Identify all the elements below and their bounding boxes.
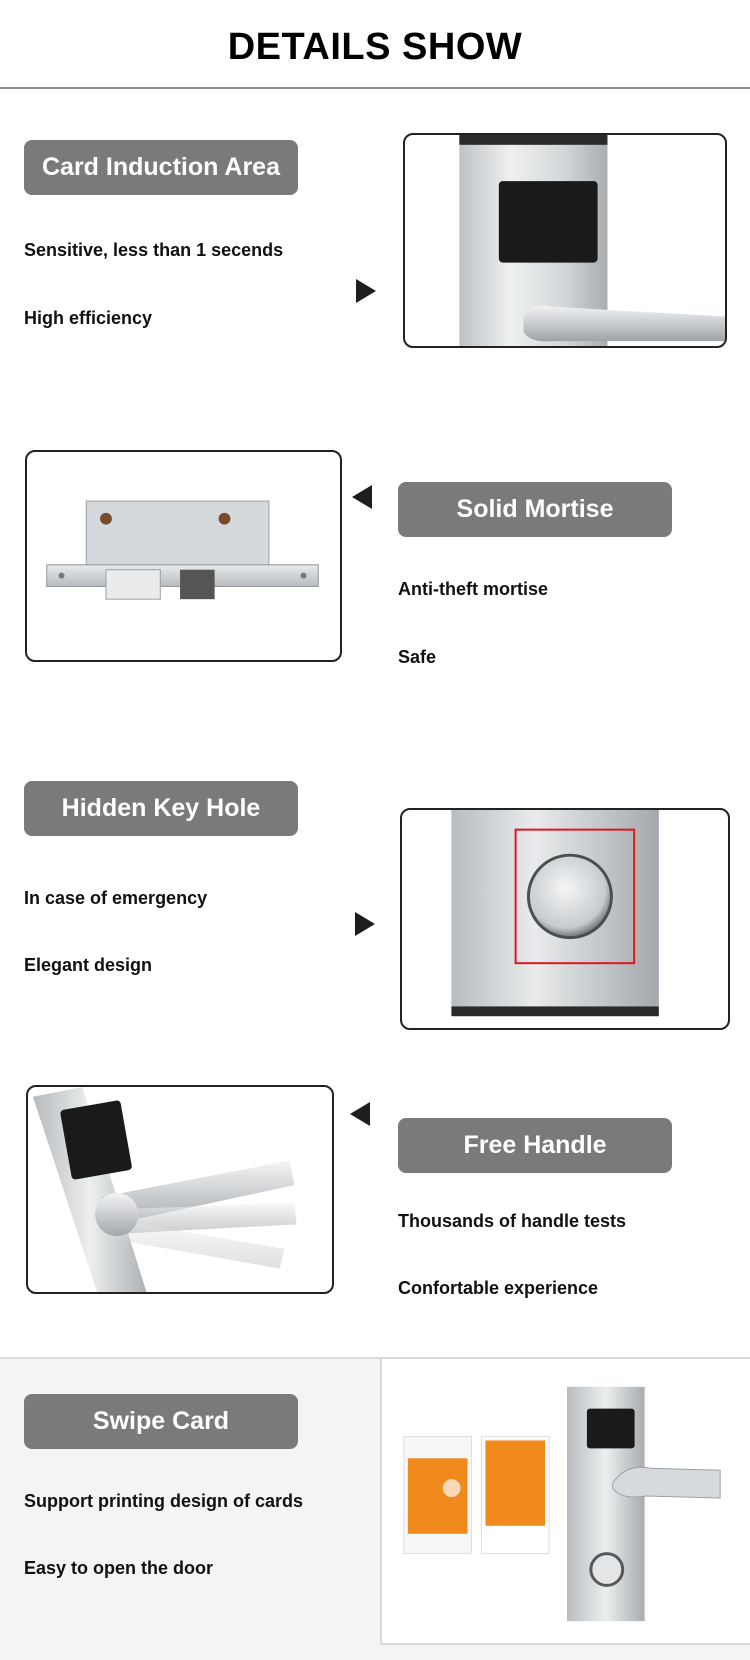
key-hole-photo bbox=[400, 808, 730, 1030]
feature-text: Confortable experience bbox=[398, 1278, 599, 1298]
feature-text: Easy to open the door bbox=[24, 1558, 214, 1578]
feature-text: High efficiency bbox=[24, 308, 153, 328]
feature-text: Elegant design bbox=[24, 955, 153, 975]
feature-text: Thousands of handle tests bbox=[398, 1211, 627, 1231]
feature-text: Sensitive, less than 1 secends bbox=[24, 240, 284, 260]
header-divider bbox=[0, 87, 750, 89]
arrow-right-icon bbox=[355, 912, 375, 936]
feature-text: Anti-theft mortise bbox=[398, 579, 548, 599]
section-title-solid-mortise: Solid Mortise bbox=[398, 482, 672, 537]
arrow-left-icon bbox=[352, 485, 372, 509]
swipe-card-photo bbox=[380, 1359, 750, 1645]
section-title-hidden-key-hole: Hidden Key Hole bbox=[24, 781, 298, 836]
free-handle-photo bbox=[26, 1085, 334, 1294]
card-induction-photo bbox=[403, 133, 727, 348]
page-header: DETAILS SHOW bbox=[0, 0, 750, 90]
section-title-card-induction: Card Induction Area bbox=[24, 140, 298, 195]
feature-text: Support printing design of cards bbox=[24, 1491, 303, 1511]
page-title: DETAILS SHOW bbox=[227, 26, 523, 68]
arrow-left-icon bbox=[350, 1102, 370, 1126]
section-title-free-handle: Free Handle bbox=[398, 1118, 672, 1173]
mortise-photo bbox=[25, 450, 342, 662]
section-title-swipe-card: Swipe Card bbox=[24, 1394, 298, 1449]
section-divider bbox=[0, 1357, 750, 1359]
arrow-right-icon bbox=[356, 279, 376, 303]
feature-text: Safe bbox=[398, 647, 437, 667]
feature-text: In case of emergency bbox=[24, 888, 208, 908]
